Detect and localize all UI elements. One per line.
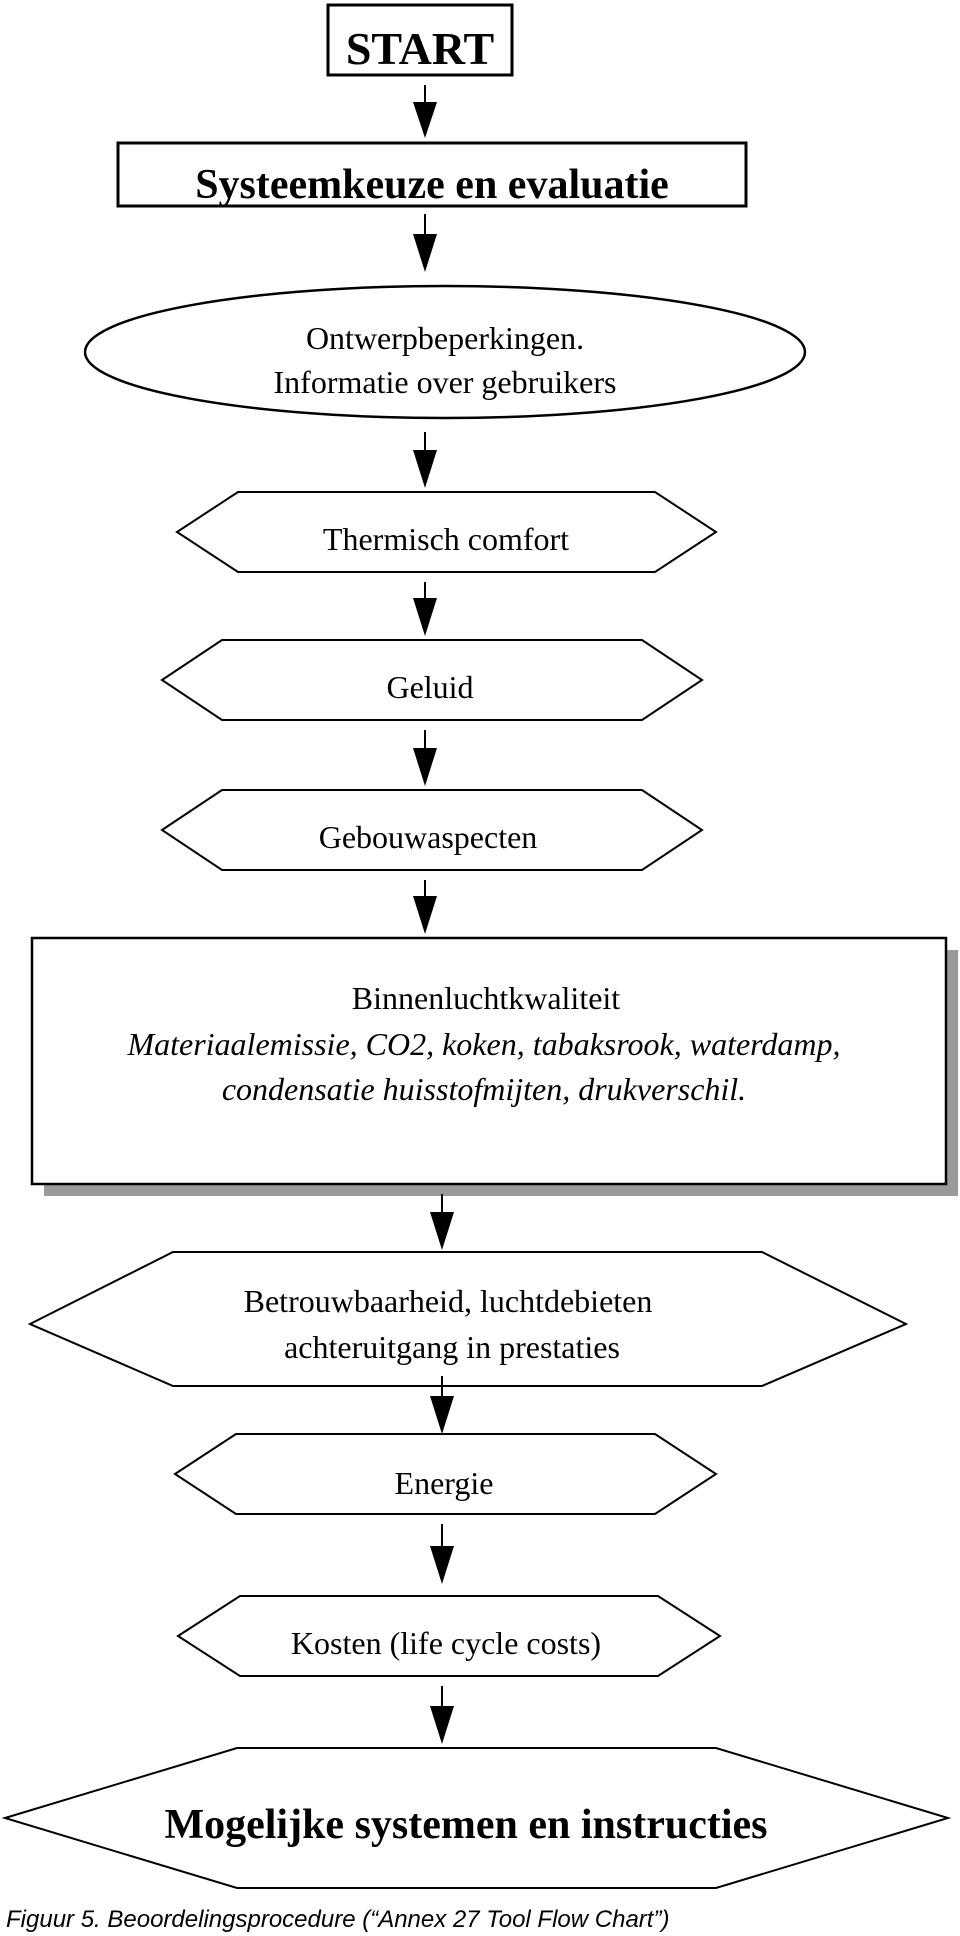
iaq-title: Binnenluchtkwaliteit: [352, 980, 621, 1016]
system-choice-label: Systeemkeuze en evaluatie: [195, 162, 669, 208]
start-box: [326, 3, 514, 77]
arrow: [413, 730, 437, 786]
costs-hexagon: [176, 1595, 722, 1677]
energy-hexagon: [173, 1433, 718, 1515]
constraints-line-1: Ontwerpbeperkingen.: [306, 320, 584, 356]
reliability-hexagon: [27, 1251, 909, 1387]
arrow: [413, 582, 437, 636]
outcome-hexagon: [1, 1747, 952, 1889]
thermal-comfort-label: Thermisch comfort: [323, 521, 569, 557]
arrow: [430, 1524, 454, 1584]
building-aspects-label: Gebouwaspecten: [319, 819, 538, 855]
constraints-ellipse: [83, 284, 807, 420]
reliability-line-1: Betrouwbaarheid, luchtdebieten: [244, 1283, 653, 1319]
arrow: [413, 214, 437, 272]
arrow: [430, 1686, 454, 1744]
sound-hexagon: [160, 639, 704, 721]
start-label: START: [346, 23, 494, 74]
iaq-line-2: condensatie huisstofmijten, drukverschil…: [222, 1071, 746, 1107]
figure-caption: Figuur 5. Beoordelingsprocedure (“Annex …: [6, 1906, 670, 1933]
building-aspects-hexagon: [160, 789, 704, 871]
costs-label: Kosten (life cycle costs): [291, 1625, 601, 1661]
system-choice-box: [116, 141, 748, 208]
reliability-line-2: achteruitgang in prestaties: [284, 1329, 620, 1365]
iaq-box: [30, 936, 948, 1186]
arrow: [413, 880, 437, 934]
arrow: [430, 1376, 454, 1434]
sound-label: Geluid: [386, 669, 473, 705]
constraints-line-2: Informatie over gebruikers: [274, 364, 617, 400]
arrow: [413, 432, 437, 488]
energy-label: Energie: [395, 1465, 494, 1501]
arrow: [430, 1194, 454, 1250]
arrow: [413, 85, 437, 138]
iaq-line-1: Materiaalemissie, CO2, koken, tabaksrook…: [126, 1026, 840, 1062]
thermal-comfort-hexagon: [175, 491, 718, 573]
outcome-label: Mogelijke systemen en instructies: [164, 1802, 767, 1848]
